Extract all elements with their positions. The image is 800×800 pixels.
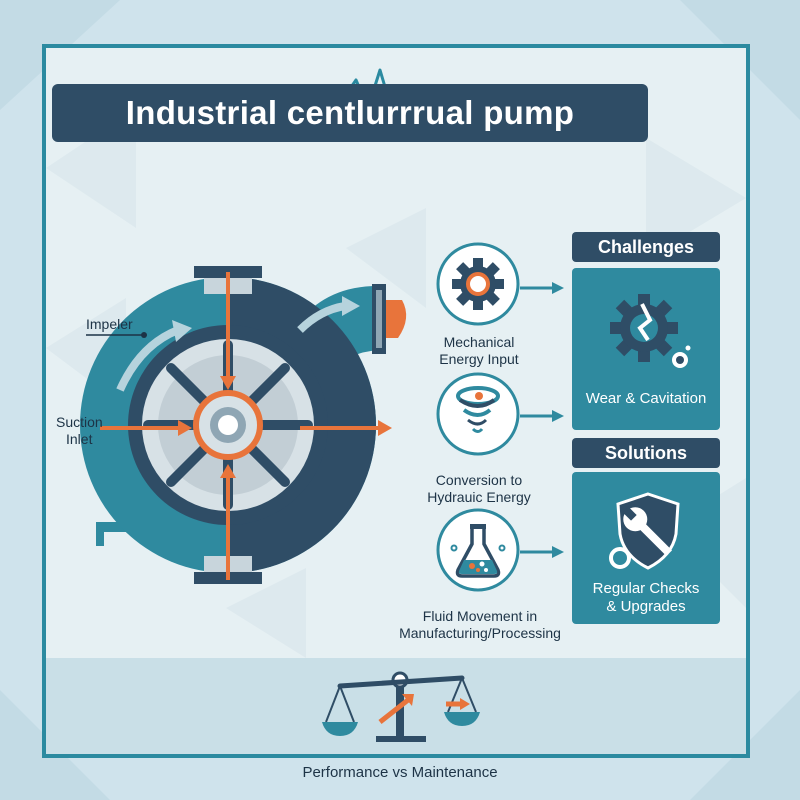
challenges-panel: Wear & Cavitation: [572, 268, 720, 430]
step-1-label: Mechanical Energy Input: [424, 334, 534, 368]
gear-icon: [452, 258, 504, 310]
solutions-text: Regular Checks & Upgrades: [572, 580, 720, 616]
step-3-line1: Fluid Movement in: [422, 608, 538, 624]
vortex-icon: [456, 386, 500, 433]
solutions-panel: Regular Checks & Upgrades: [572, 472, 720, 624]
suction-label-line2: Inlet: [66, 431, 93, 447]
flask-icon: [450, 524, 506, 578]
suction-label-line1: Suction: [56, 414, 103, 430]
footer-caption: Performance vs Maintenance: [302, 764, 498, 781]
step-2-line1: Conversion to: [435, 472, 523, 488]
broken-gear-icon: [610, 294, 691, 368]
step-2-line2: Hydrauic Energy: [427, 489, 531, 505]
solutions-line2: & Upgrades: [606, 598, 686, 615]
step-3-label: Fluid Movement in Manufacturing/Processi…: [382, 608, 578, 642]
step-1-line2: Energy Input: [439, 351, 519, 367]
step-3-line2: Manufacturing/Processing: [399, 625, 561, 641]
page-title: Industrial centlurrrual pump: [52, 84, 648, 142]
step-2-label: Conversion to Hydrauic Energy: [404, 472, 554, 506]
impeller-label: Impeler: [86, 316, 133, 332]
solutions-header: Solutions: [572, 438, 720, 468]
step-1-line1: Mechanical: [443, 334, 515, 350]
shield-wrench-icon: [609, 492, 680, 570]
challenges-header: Challenges: [572, 232, 720, 262]
solutions-line1: Regular Checks: [592, 580, 700, 597]
challenges-text: Wear & Cavitation: [585, 390, 707, 407]
